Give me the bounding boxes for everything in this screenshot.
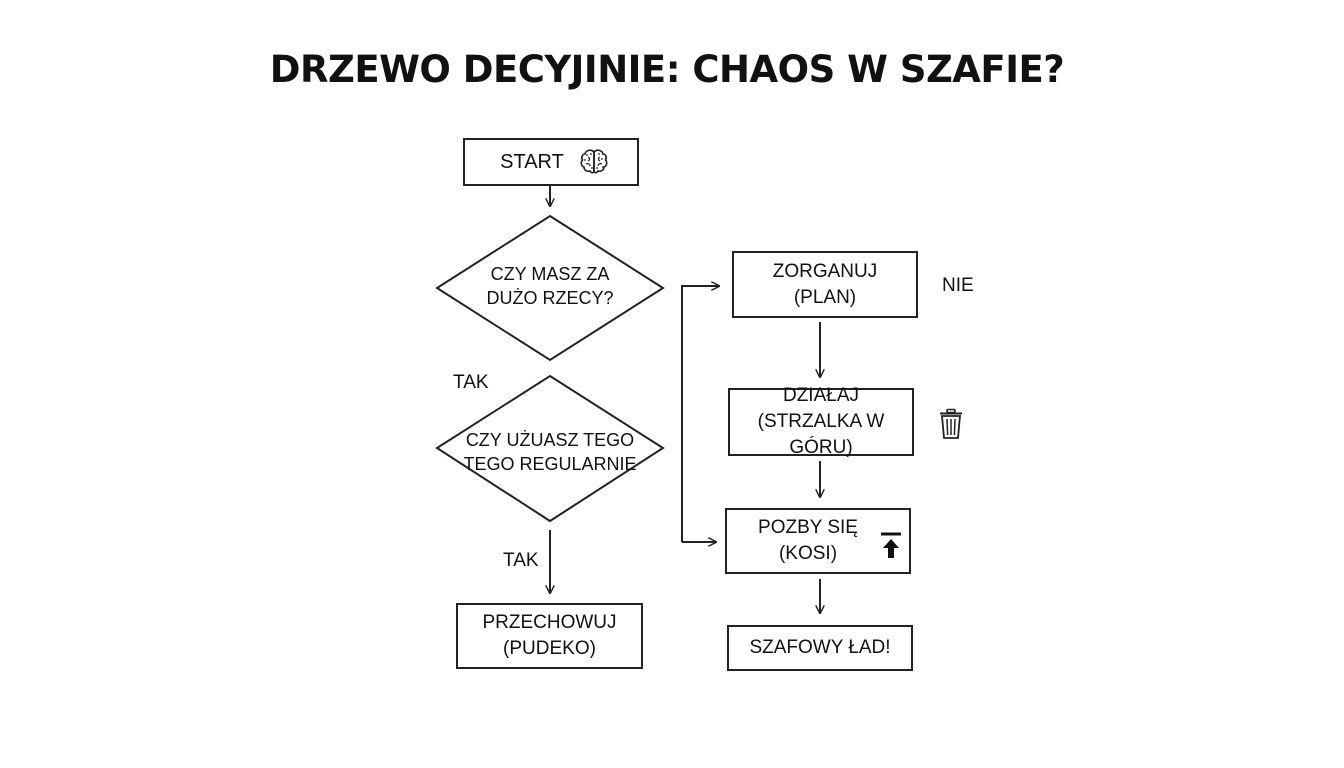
act-line2: (STRZALKA W GÓRU) <box>757 411 885 458</box>
discard-line1: POZBY SIĘ <box>758 517 858 538</box>
discard-node: POZBY SIĘ (KOSI) <box>725 508 911 574</box>
arrow-to-organize <box>681 286 719 542</box>
discard-line2: (KOSI) <box>778 543 838 564</box>
start-label: START <box>500 151 564 173</box>
organize-node: ZORGANUJ (PLAN) <box>732 251 918 318</box>
q2-line2: TEGO REGULARNIE <box>463 454 637 474</box>
diagram-title: DRZEWO DECYJINIE: CHAOS W SZAFIE? <box>269 48 1065 91</box>
decision-diamond-q2 <box>435 374 665 523</box>
store-line1: PRZECHOWUJ <box>482 612 617 633</box>
start-node: START <box>463 138 639 186</box>
store-node: PRZECHOWUJ (PUDEKO) <box>456 603 643 669</box>
organize-line1: ZORGANUJ <box>772 260 878 282</box>
edge-label-tak-1: TAK <box>453 372 489 393</box>
edge-label-nie: NIE <box>942 275 974 296</box>
q1-line2: DUŻO RZECY? <box>486 288 614 308</box>
brain-icon <box>578 146 610 178</box>
done-label: SZAFOWY ŁAD! <box>749 637 891 658</box>
act-line1: DZIAŁAJ <box>782 385 860 406</box>
store-line2: (PUDEKO) <box>503 638 596 659</box>
decision-q1-text: CZY MASZ ZA DUŻO RZECY? <box>455 262 645 310</box>
q2-line1: CZY UŻUASZ TEGO <box>465 430 635 450</box>
organize-line2: (PLAN) <box>793 286 857 308</box>
trash-icon <box>938 408 964 440</box>
upload-arrow-icon <box>879 531 903 561</box>
edge-label-tak-2: TAK <box>503 550 539 571</box>
act-node: DZIAŁAJ (STRZALKA W GÓRU) <box>728 385 914 458</box>
decision-diamond-q1 <box>435 214 665 362</box>
decision-q2-text: CZY UŻUASZ TEGO TEGO REGULARNIE <box>440 428 660 476</box>
done-node: SZAFOWY ŁAD! <box>727 625 913 671</box>
q1-line1: CZY MASZ ZA <box>490 264 610 284</box>
